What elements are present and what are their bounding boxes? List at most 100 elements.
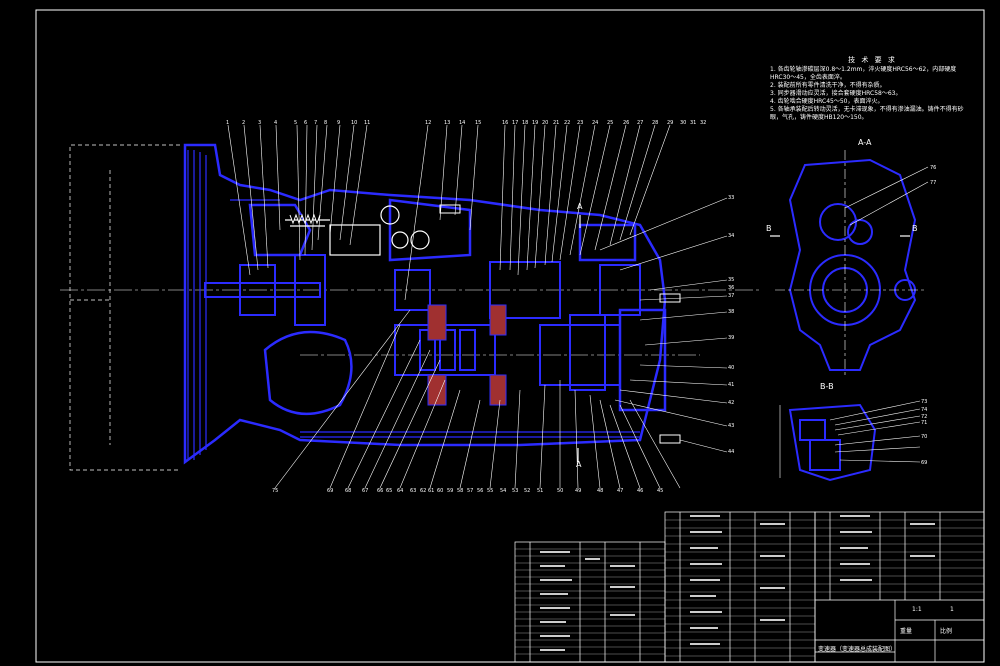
part-balloon: 22 bbox=[564, 120, 571, 126]
bom-fill-marks bbox=[540, 515, 935, 651]
part-balloon: 27 bbox=[637, 120, 644, 126]
part-balloon: 12 bbox=[425, 120, 432, 126]
part-balloon: 35 bbox=[728, 277, 735, 283]
bom-table-left bbox=[514, 541, 666, 663]
part-balloon: 55 bbox=[487, 488, 494, 494]
part-balloon: 47 bbox=[617, 488, 624, 494]
part-balloon: 13 bbox=[444, 120, 451, 126]
part-balloon: 59 bbox=[447, 488, 454, 494]
leader-lines bbox=[227, 124, 728, 489]
part-balloon: 4 bbox=[274, 120, 278, 126]
part-balloon: 16 bbox=[502, 120, 509, 126]
titleblock-sheet: 1 bbox=[950, 606, 954, 613]
titleblock-name: 变速器（变速器总成装配图） bbox=[818, 646, 897, 653]
part-balloon: 33 bbox=[728, 195, 735, 201]
view-label-aa: A-A bbox=[858, 138, 872, 147]
part-balloon: 70 bbox=[921, 434, 928, 440]
notes-title: 技 术 要 求 bbox=[848, 56, 897, 64]
housing-hatch bbox=[187, 150, 640, 460]
bolts bbox=[439, 204, 681, 444]
part-balloon: 32 bbox=[700, 120, 707, 126]
part-balloon: 1 bbox=[226, 120, 230, 126]
part-balloon: 6 bbox=[304, 120, 308, 126]
part-balloon: 25 bbox=[607, 120, 614, 126]
view-aa bbox=[788, 158, 917, 371]
cut-label-a-bottom: A bbox=[576, 460, 582, 469]
part-balloon: 42 bbox=[728, 400, 735, 406]
technical-notes: 技 术 要 求 1. 各齿轮轴渗碳层深0.8～1.2mm，淬火硬度HRC56～6… bbox=[770, 56, 975, 122]
part-balloon: 3 bbox=[258, 120, 262, 126]
part-balloon: 66 bbox=[377, 488, 384, 494]
part-balloon: 65 bbox=[386, 488, 393, 494]
part-balloon: 9 bbox=[337, 120, 341, 126]
part-balloon: 40 bbox=[728, 365, 735, 371]
part-balloon: 29 bbox=[667, 120, 674, 126]
part-balloon: 48 bbox=[597, 488, 604, 494]
part-balloon: 72 bbox=[921, 414, 928, 420]
cut-label-b-left: B bbox=[766, 224, 772, 233]
part-balloon: 52 bbox=[524, 488, 531, 494]
note-item: 5. 各轴承装配后转动灵活，无卡滞现象，不得有渗油漏油。铸件不得有砂眼，气孔，铸… bbox=[770, 106, 964, 121]
part-balloon: 2 bbox=[242, 120, 246, 126]
note-item: 4. 齿轮啮合硬度HRC45～50，表面淬火。 bbox=[770, 98, 884, 105]
input-shaft bbox=[204, 254, 641, 326]
part-balloon: 10 bbox=[351, 120, 358, 126]
part-balloon: 28 bbox=[652, 120, 659, 126]
part-balloon: 69 bbox=[921, 460, 928, 466]
part-balloon: 77 bbox=[930, 180, 937, 186]
cut-label-a-top: A bbox=[577, 202, 583, 211]
part-balloon: 58 bbox=[457, 488, 464, 494]
part-balloon: 51 bbox=[537, 488, 544, 494]
part-balloon: 64 bbox=[397, 488, 404, 494]
part-balloon: 8 bbox=[324, 120, 328, 126]
part-balloon: 49 bbox=[575, 488, 582, 494]
part-balloon: 73 bbox=[921, 399, 928, 405]
part-balloon: 36 bbox=[728, 285, 735, 291]
shift-mechanism bbox=[285, 205, 430, 256]
titleblock-scale: 1:1 bbox=[912, 606, 922, 613]
bom-rows-right bbox=[815, 519, 984, 593]
part-balloon: 31 bbox=[690, 120, 697, 126]
part-balloon: 46 bbox=[637, 488, 644, 494]
view-aa-leaders bbox=[844, 166, 929, 226]
titleblock-weight: 重量 bbox=[900, 628, 913, 635]
part-balloon: 71 bbox=[921, 420, 928, 426]
gear-sections bbox=[427, 304, 507, 406]
gearbox-housing bbox=[183, 143, 667, 465]
part-balloon: 75 bbox=[272, 488, 279, 494]
part-balloon: 45 bbox=[657, 488, 664, 494]
clutch-housing-outline bbox=[69, 144, 180, 471]
part-balloon: 38 bbox=[728, 309, 735, 315]
part-balloon: 5 bbox=[294, 120, 298, 126]
part-balloon: 17 bbox=[512, 120, 519, 126]
part-balloon: 53 bbox=[512, 488, 519, 494]
view-bb bbox=[788, 403, 877, 482]
part-balloon: 23 bbox=[577, 120, 584, 126]
bom-rows-mid bbox=[665, 519, 815, 657]
part-balloon: 60 bbox=[437, 488, 444, 494]
part-balloon: 20 bbox=[542, 120, 549, 126]
part-balloon: 7 bbox=[314, 120, 318, 126]
part-balloon: 63 bbox=[410, 488, 417, 494]
part-balloon: 68 bbox=[345, 488, 352, 494]
part-balloon: 43 bbox=[728, 423, 735, 429]
note-item: 1. 各齿轮轴渗碳层深0.8～1.2mm，淬火硬度HRC56～62，内部硬度HR… bbox=[770, 66, 957, 81]
part-balloon: 18 bbox=[522, 120, 529, 126]
part-balloon: 15 bbox=[475, 120, 482, 126]
part-balloon: 62 bbox=[420, 488, 427, 494]
part-balloon: 30 bbox=[680, 120, 687, 126]
section-cut-a bbox=[577, 215, 581, 462]
note-item: 3. 同步器滑动应灵活，接合套硬度HRC58～63。 bbox=[770, 90, 902, 97]
part-balloon: 69 bbox=[327, 488, 334, 494]
part-balloon: 21 bbox=[553, 120, 560, 126]
note-item: 2. 装配前所有零件清洗干净，不得有杂质。 bbox=[770, 82, 886, 89]
part-balloon: 74 bbox=[921, 407, 928, 413]
part-balloon: 44 bbox=[728, 449, 735, 455]
bom-rows-left bbox=[515, 548, 665, 655]
titleblock-material: 比例 bbox=[940, 628, 953, 635]
view-label-bb: B-B bbox=[820, 382, 834, 391]
part-balloon: 76 bbox=[930, 165, 937, 171]
part-balloon: 50 bbox=[557, 488, 564, 494]
part-balloon: 14 bbox=[459, 120, 466, 126]
